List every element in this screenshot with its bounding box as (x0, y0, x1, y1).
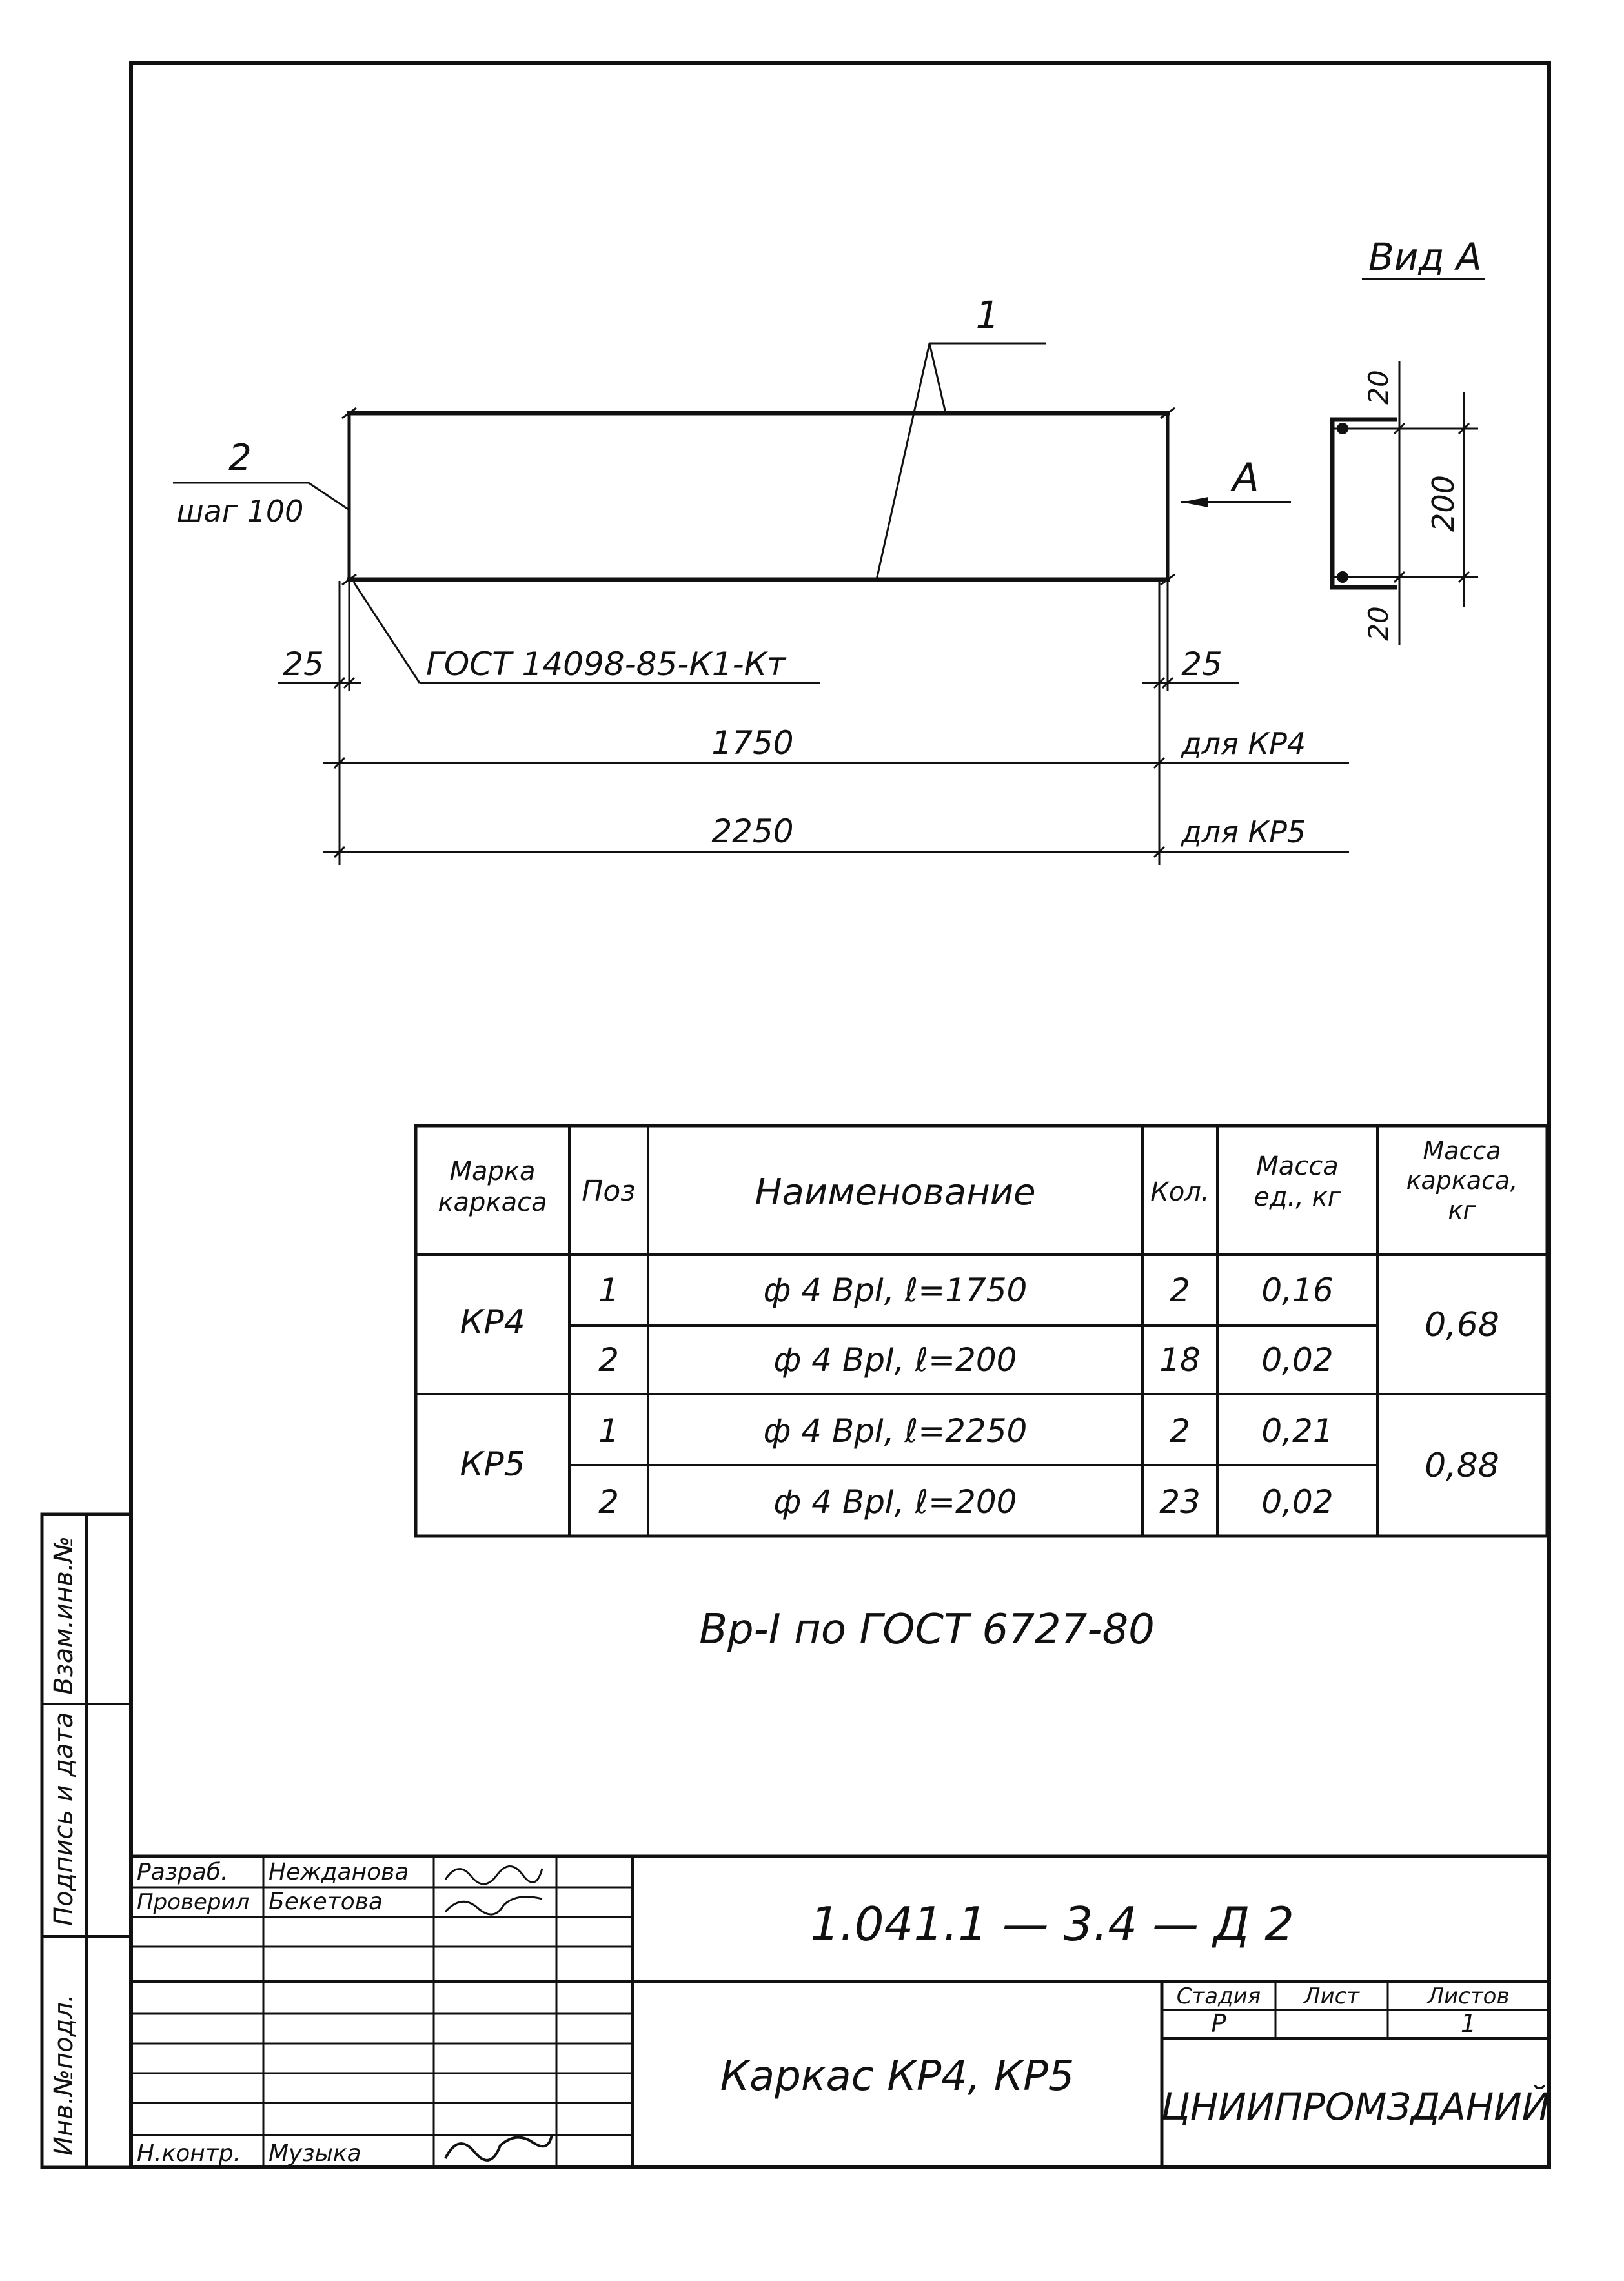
organization: ЦНИИПРОМЗДАНИЙ (1161, 2084, 1550, 2129)
side-stamp-inv-no: Инв.№подл. (49, 1994, 79, 2156)
dimensions: 25 25 1750 для КР4 2250 для КР5 (278, 581, 1349, 865)
header-pos: Поз (582, 1175, 635, 1208)
side-stamp-replaced-inv: Взам.инв.№ (49, 1536, 79, 1695)
header-qty: Кол. (1150, 1177, 1209, 1207)
header-unit-mass: Масса (1256, 1151, 1339, 1181)
doc-code: 1.041.1 — 3.4 — Д 2 (810, 1897, 1294, 1951)
table-row-qty: 2 (1170, 1412, 1190, 1450)
note-kr4: для КР4 (1181, 726, 1306, 761)
dim-1750: 1750 (711, 724, 793, 762)
section-arrow-label: А (1230, 455, 1259, 500)
sheet-frame (129, 61, 1551, 2169)
section-arrow-a: А (1181, 455, 1291, 507)
view-a-label: Вид А (1368, 235, 1482, 279)
side-stamp: Инв.№подл. Подпись и дата Взам.инв.№ (40, 1512, 133, 2169)
header-mark-2: каркаса (438, 1188, 547, 1217)
header-frame-mass-2: каркаса, (1406, 1166, 1518, 1195)
mark-kr4: КР4 (460, 1303, 525, 1342)
role-developer: Разраб. (137, 1859, 228, 1885)
end-tick (1160, 407, 1175, 420)
dim-2250: 2250 (711, 813, 793, 850)
table-row-pos: 2 (598, 1483, 619, 1521)
callout-2-leader (308, 482, 350, 511)
dim-25-right: 25 (1181, 645, 1223, 683)
table-row-qty: 2 (1170, 1272, 1190, 1309)
name-norm-control: Музыка (269, 2140, 361, 2167)
material-note: Вр-I по ГОСТ 6727-80 (699, 1606, 1155, 1654)
note-kr5: для КР5 (1181, 815, 1306, 849)
table-row-qty: 23 (1159, 1483, 1201, 1521)
table-row-unit-mass: 0,02 (1261, 1341, 1333, 1379)
header-frame-mass-3: кг (1448, 1196, 1477, 1224)
signature-norm-control (444, 2134, 553, 2162)
table-row-qty: 18 (1159, 1341, 1201, 1379)
section-dim-height: 200 (1426, 475, 1461, 532)
sheets-header: Листов (1426, 1983, 1509, 2009)
stage-header: Стадия (1177, 1983, 1261, 2009)
end-tick (1160, 573, 1175, 586)
role-norm-control: Н.контр. (137, 2140, 241, 2167)
section-dim-bottom: 20 (1363, 606, 1394, 640)
table-row-name: ф 4 ВрI, ℓ=2250 (764, 1412, 1028, 1450)
sheets-value: 1 (1461, 2009, 1476, 2038)
mark-kr5: КР5 (460, 1445, 525, 1484)
doc-title: Каркас КР4, КР5 (720, 2053, 1075, 2100)
frame-mass-kr5: 0,88 (1425, 1446, 1499, 1485)
table-row-unit-mass: 0,02 (1261, 1483, 1333, 1521)
table-row-name: ф 4 ВрI, ℓ=1750 (764, 1272, 1028, 1309)
gost-weld-note: ГОСТ 14098-85-К1-Кт (352, 582, 820, 684)
role-checker: Проверил (137, 1889, 249, 1915)
section-dim-top: 20 (1363, 370, 1394, 404)
table-row-pos: 1 (598, 1272, 619, 1309)
header-mark: Марка (449, 1157, 535, 1186)
spec-table: Марка каркаса Поз Наименование Кол. Масс… (414, 1124, 1549, 1538)
name-developer: Нежданова (269, 1859, 409, 1885)
table-row-name: ф 4 ВрI, ℓ=200 (774, 1483, 1017, 1521)
frame-mass-kr4: 0,68 (1425, 1306, 1499, 1344)
view-a: Вид А 20 200 20 (1330, 235, 1485, 645)
name-checker: Бекетова (269, 1889, 383, 1915)
stage-value: Р (1212, 2009, 1226, 2038)
side-stamp-sign-date: Подпись и дата (49, 1712, 79, 1926)
section-outline (1330, 417, 1397, 590)
gost-note-text: ГОСТ 14098-85-К1-Кт (426, 645, 787, 683)
callout-2-label: 2 (228, 437, 252, 479)
header-unit-mass-2: ед., кг (1254, 1182, 1342, 1212)
callout-pos-2: 2 шаг 100 (173, 437, 350, 529)
step-note: шаг 100 (177, 494, 304, 529)
table-row-unit-mass: 0,21 (1261, 1412, 1333, 1450)
title-block: Разраб. Нежданова Проверил Бекетова Н.ко… (131, 1854, 1550, 2167)
dim-25-left: 25 (283, 645, 324, 683)
header-frame-mass: Масса (1423, 1137, 1501, 1165)
frame-elevation (341, 407, 1175, 586)
table-row-unit-mass: 0,16 (1261, 1272, 1333, 1309)
header-name: Наименование (755, 1171, 1035, 1213)
callout-pos-1: 1 (875, 293, 1046, 580)
signature-checker (444, 1896, 543, 1916)
sheet-header: Лист (1303, 1983, 1360, 2009)
callout-1-label: 1 (976, 293, 1000, 337)
table-row-name: ф 4 ВрI, ℓ=200 (774, 1341, 1017, 1379)
end-tick (341, 407, 357, 420)
signature-developer (444, 1865, 543, 1885)
table-row-pos: 2 (598, 1341, 619, 1379)
table-row-pos: 1 (598, 1412, 619, 1450)
end-tick (341, 573, 357, 586)
